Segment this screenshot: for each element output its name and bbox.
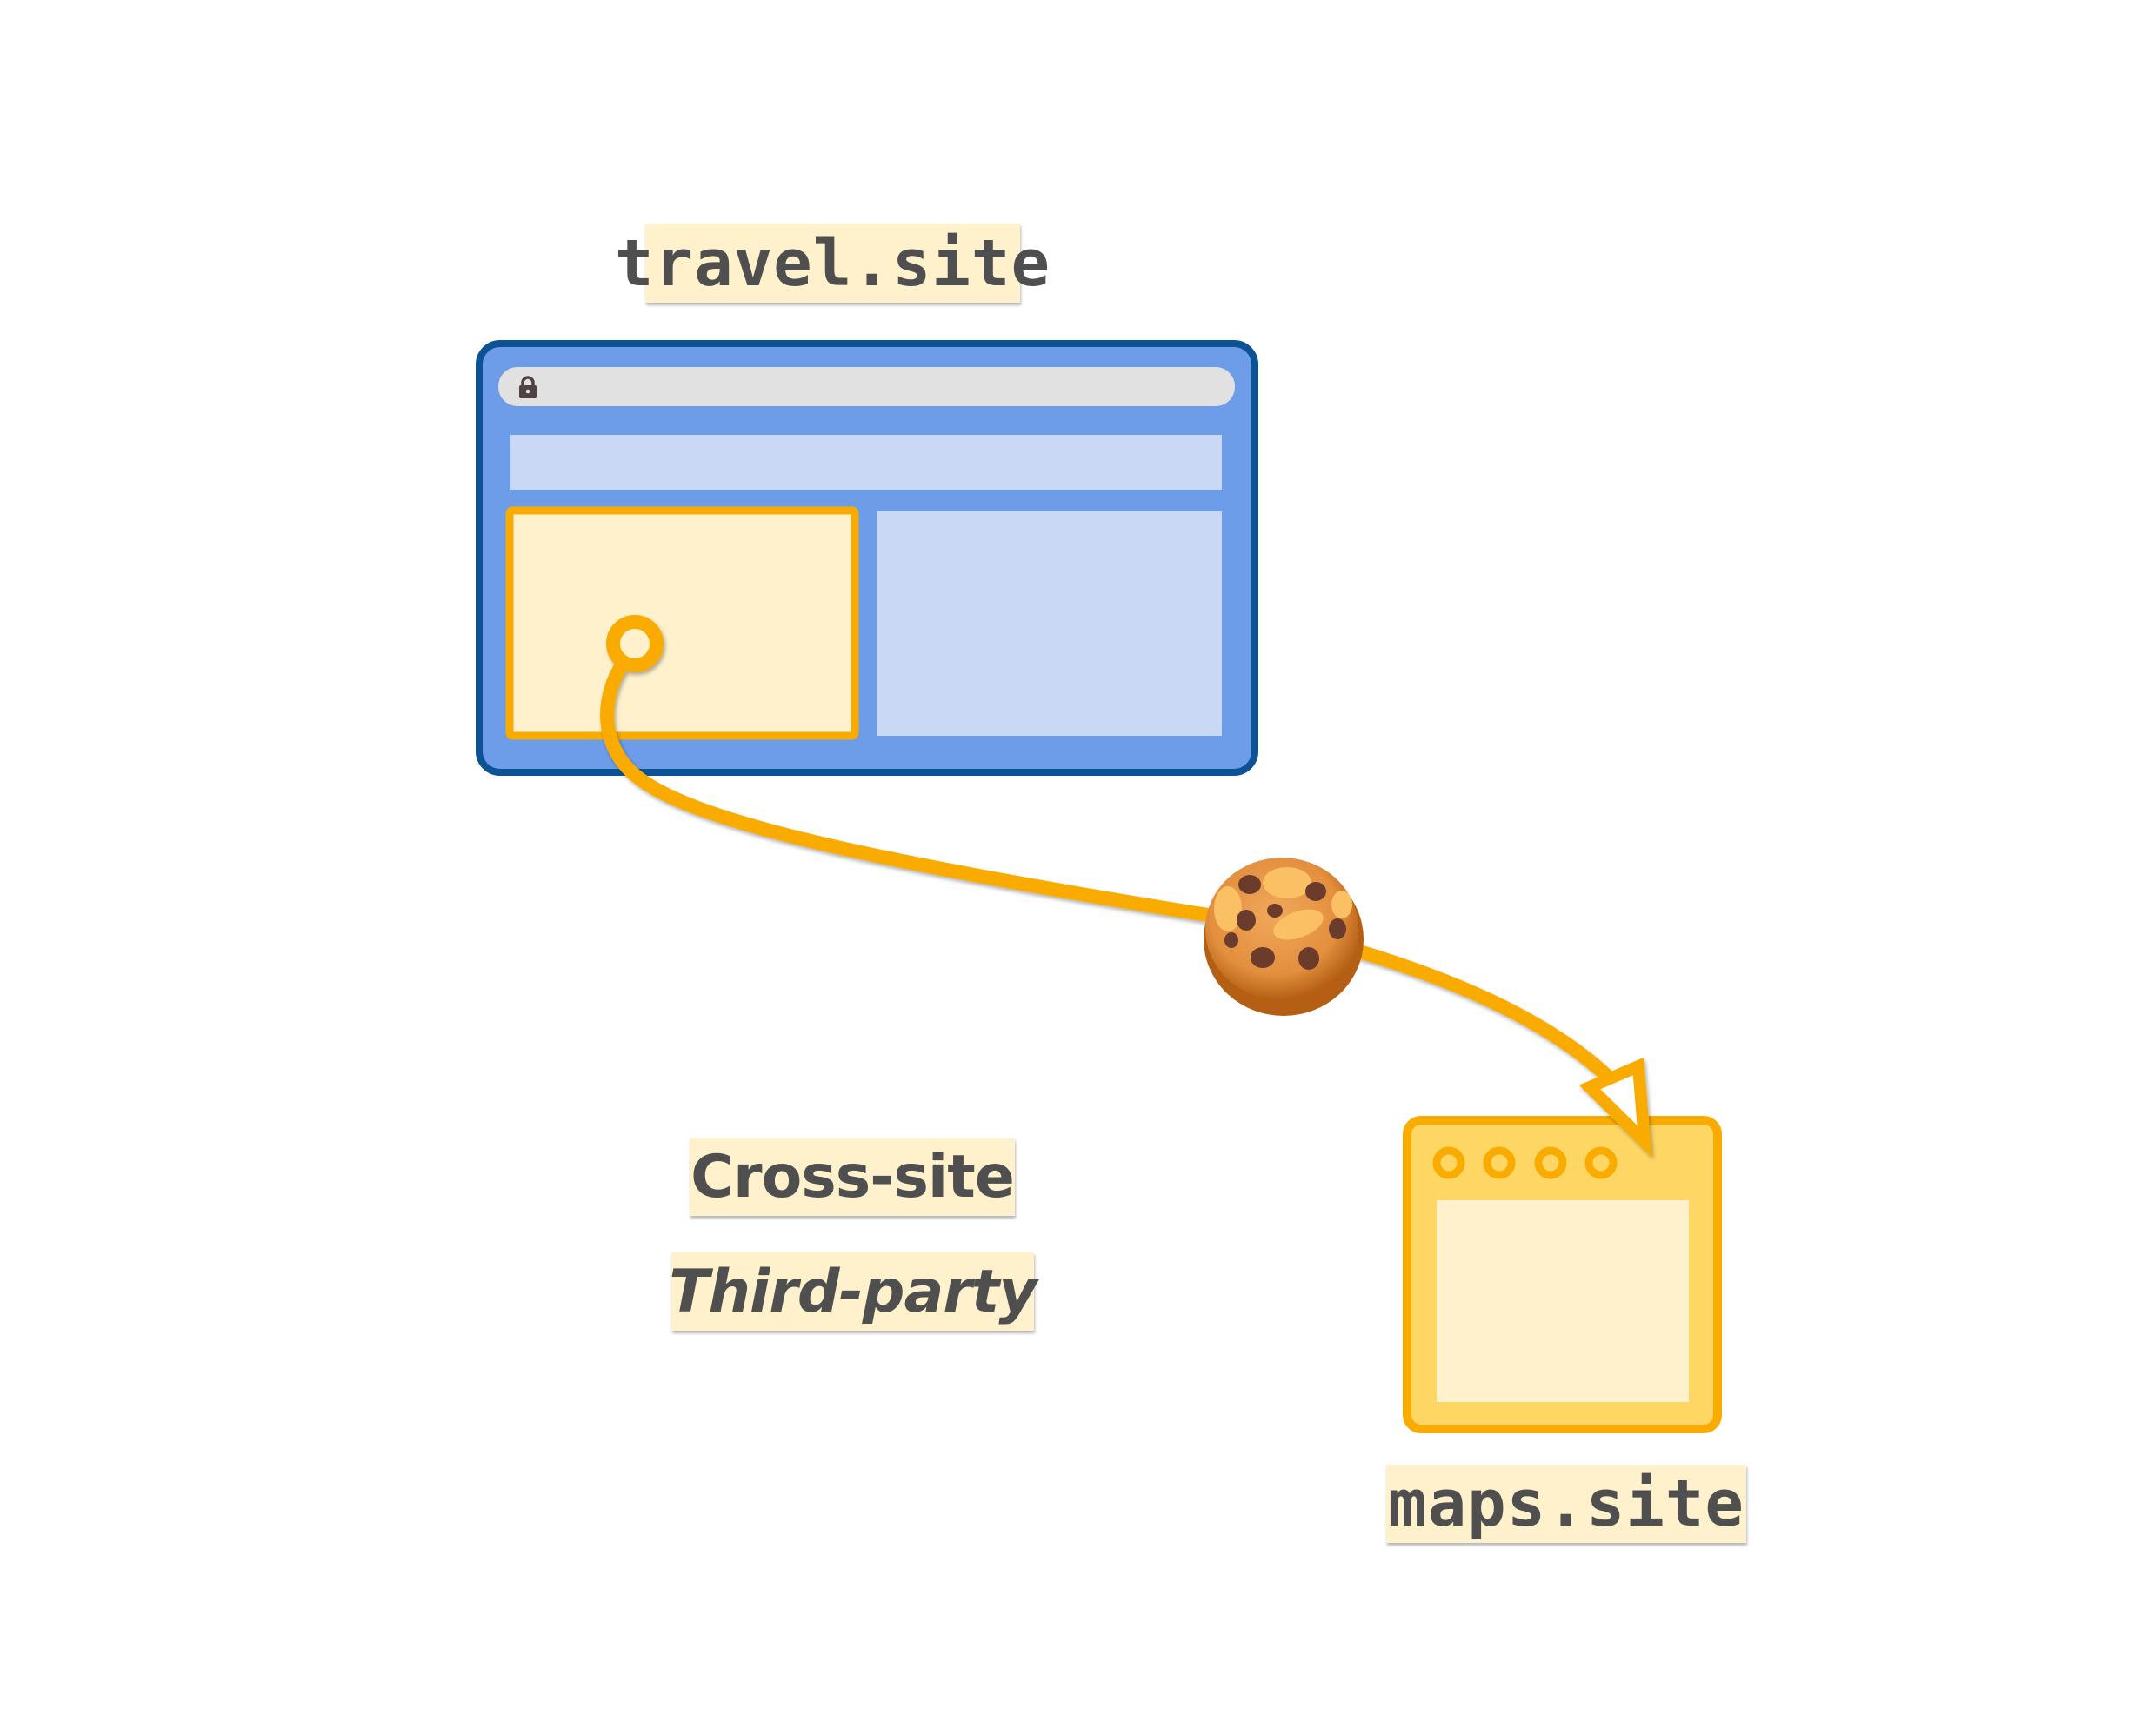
cookie-icon — [1204, 858, 1364, 1016]
page-header-block — [510, 435, 1222, 490]
travel-site-label-text: travel.site — [614, 225, 1051, 301]
travel-site-browser-window — [476, 340, 1258, 776]
page-content-block — [877, 511, 1222, 736]
travel-site-label: travel.site — [615, 224, 1050, 303]
maps-site-label-text: maps.site — [1388, 1466, 1744, 1541]
maps-content-panel — [1437, 1200, 1689, 1402]
lock-icon — [519, 376, 537, 398]
third-party-label: Third-party — [669, 1252, 1037, 1331]
arrowhead-icon — [1578, 1057, 1652, 1158]
cross-site-label: Cross-site — [690, 1138, 1015, 1216]
cookie-flow-arrow — [600, 615, 1652, 1158]
address-bar — [498, 367, 1235, 406]
cross-site-label-text: Cross-site — [690, 1143, 1015, 1212]
embedded-iframe — [505, 506, 859, 740]
origin-ring-icon — [606, 615, 664, 672]
third-party-label-text: Third-party — [669, 1257, 1037, 1326]
maps-site-window — [1403, 1116, 1722, 1433]
maps-site-label: maps.site — [1386, 1465, 1746, 1543]
window-dots — [1432, 1146, 1618, 1179]
